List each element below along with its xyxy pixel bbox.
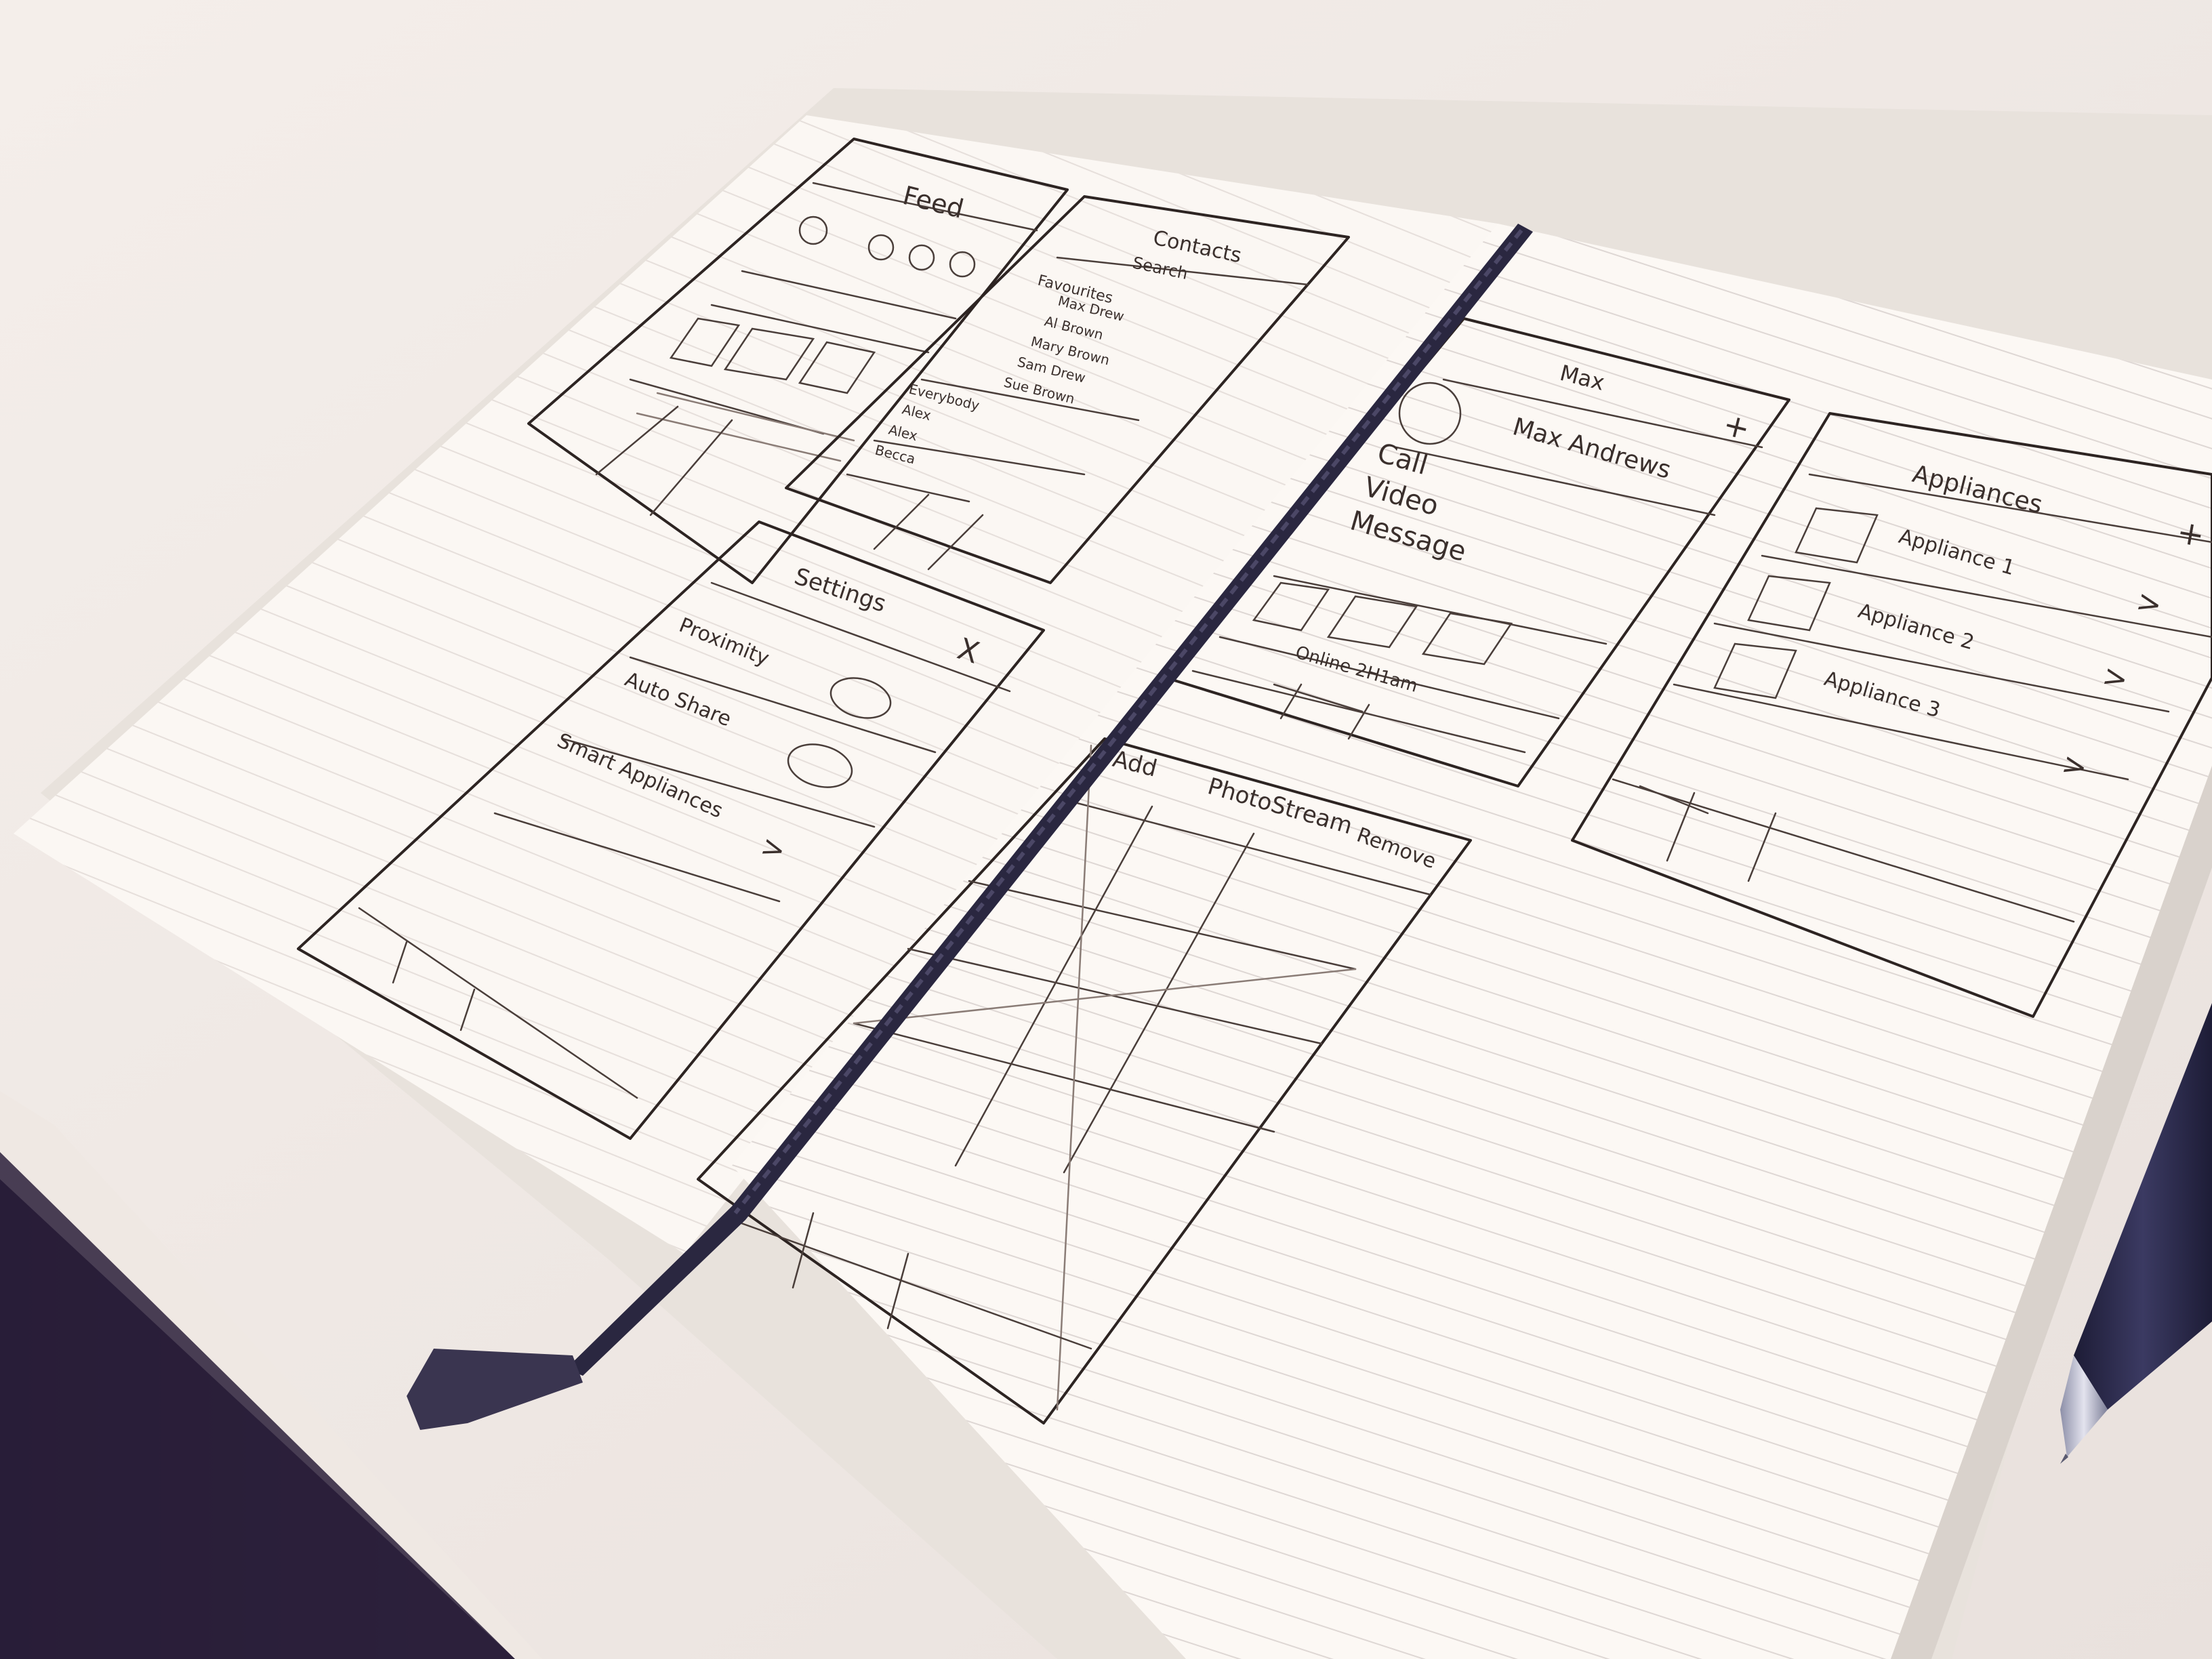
page-edge-right — [1891, 766, 2212, 1659]
ribbon-frayed-end — [407, 1349, 583, 1430]
pen — [2060, 1003, 2212, 1464]
pen-tip — [2060, 1355, 2108, 1457]
notebook-right-page-lines — [732, 224, 2212, 1659]
ribbon-bookmark — [407, 224, 1533, 1430]
sketch-feed: Feed — [527, 138, 1069, 584]
notebook-left-page-lines — [14, 115, 1498, 1254]
desk-edge-light — [0, 1091, 542, 1659]
appliances-plus: + — [2174, 513, 2207, 555]
